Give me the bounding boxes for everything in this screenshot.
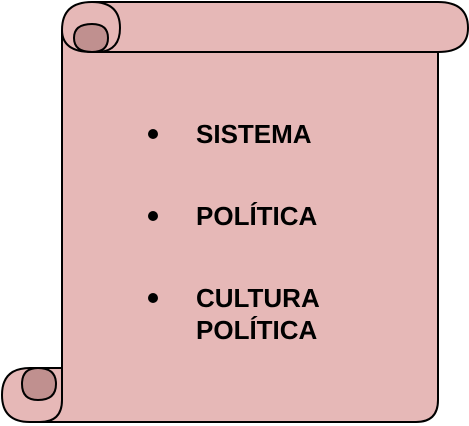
- bullet-dot-icon: [148, 129, 158, 139]
- bottom-curl-outline: [39, 368, 63, 423]
- bullet-text: POLÍTICA: [196, 201, 318, 231]
- top-curl-inner: [91, 1, 122, 53]
- bottom-curl: [20, 366, 58, 402]
- top-curl-outline: [61, 29, 438, 53]
- bullet-dot-icon: [148, 211, 158, 221]
- bullet-dot-icon: [148, 293, 158, 303]
- top-curl: [72, 22, 110, 54]
- bullet-item-politica: POLÍTICA: [146, 200, 320, 232]
- bullet-item-cultura-politica: CULTURA POLÍTICA: [146, 282, 320, 346]
- bullet-item-sistema: SISTEMA: [146, 118, 320, 150]
- bullet-text-line-2: POLÍTICA: [196, 315, 318, 345]
- bullet-text-line-1: CULTURA: [196, 283, 320, 313]
- bullet-text: SISTEMA: [196, 119, 312, 149]
- bullet-list: SISTEMA POLÍTICA CULTURA POLÍTICA: [146, 118, 320, 396]
